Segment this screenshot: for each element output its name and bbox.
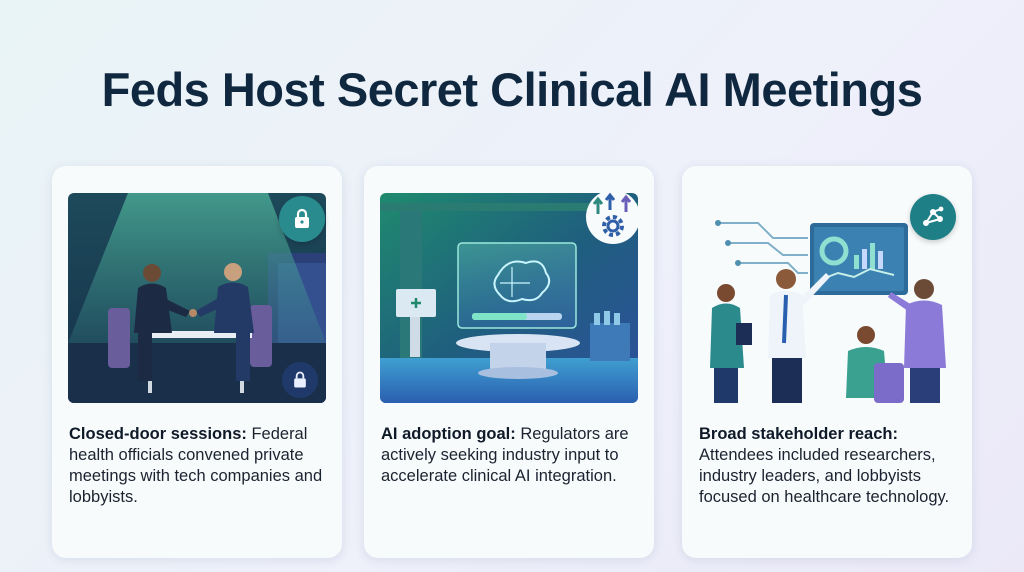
lock-icon-small	[282, 362, 318, 398]
card-description: Closed-door sessions: Federal health off…	[69, 424, 335, 508]
card-closed-door-sessions: Closed-door sessions: Federal health off…	[52, 166, 342, 558]
card-heading: Broad stakeholder reach:	[699, 425, 898, 443]
stakeholders-illustration	[698, 193, 956, 403]
card-description: Broad stakeholder reach: Attendees inclu…	[699, 424, 965, 508]
card-heading: AI adoption goal:	[381, 425, 516, 443]
card-broad-stakeholder-reach: Broad stakeholder reach: Attendees inclu…	[682, 166, 972, 558]
card-heading: Closed-door sessions:	[69, 425, 247, 443]
card-body: Regulators are actively seeking industry…	[381, 425, 629, 485]
card-body: Attendees included researchers, industry…	[699, 446, 950, 506]
lock-icon	[279, 196, 325, 242]
card-body: Federal health officials convened privat…	[69, 425, 323, 506]
card-ai-adoption-goal: AI adoption goal: Regulators are activel…	[364, 166, 654, 558]
card-description: AI adoption goal: Regulators are activel…	[381, 424, 647, 487]
network-icon	[910, 194, 956, 240]
gear-arrows-icon	[586, 190, 640, 244]
page-title: Feds Host Secret Clinical AI Meetings	[101, 63, 923, 116]
